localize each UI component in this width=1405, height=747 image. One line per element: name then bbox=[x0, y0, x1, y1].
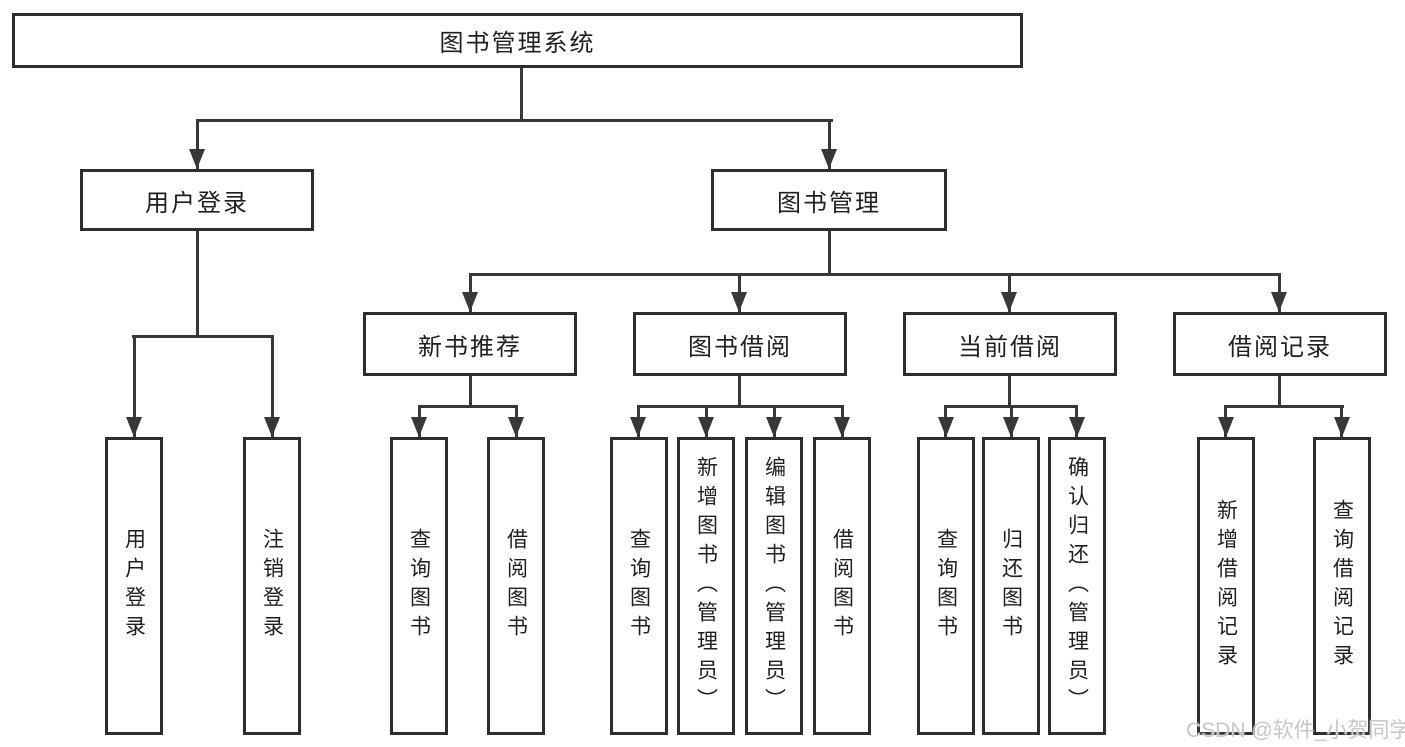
arrowhead-newbooks-leaf2 bbox=[508, 417, 524, 437]
connector-login-bar bbox=[132, 335, 274, 338]
leaf-user-login: 用户登录 bbox=[105, 437, 163, 735]
node-loan-records: 借阅记录 bbox=[1173, 312, 1387, 376]
connector-currentloans-stub bbox=[1008, 376, 1011, 407]
arrowhead-currentloans-leaf3 bbox=[1069, 417, 1085, 437]
connector-borrowing-bar bbox=[637, 405, 844, 408]
arrowhead-currentloans bbox=[1001, 292, 1017, 312]
leaf-borrowing-borrow: 借阅图书 bbox=[813, 437, 871, 735]
connector-login-leaf2-drop bbox=[271, 335, 274, 437]
node-root-label: 图书管理系统 bbox=[439, 30, 596, 57]
arrowhead-currentloans-leaf2 bbox=[1003, 417, 1019, 437]
node-login: 用户登录 bbox=[80, 169, 314, 231]
connector-management-stub bbox=[828, 231, 831, 275]
leaf-loanrecords-add: 新增借阅记录 bbox=[1197, 437, 1255, 735]
arrowhead-borrowing bbox=[731, 292, 747, 312]
leaf-borrowing-borrow-label: 借阅图书 bbox=[830, 528, 854, 644]
arrowhead-login bbox=[189, 149, 205, 169]
leaf-loanrecords-query: 查询借阅记录 bbox=[1313, 437, 1371, 735]
arrowhead-loanrecords bbox=[1271, 292, 1287, 312]
arrowhead-borrowing-leaf4 bbox=[834, 417, 850, 437]
leaf-newbooks-query: 查询图书 bbox=[390, 437, 448, 735]
leaf-user-login-label: 用户登录 bbox=[122, 528, 146, 644]
node-root: 图书管理系统 bbox=[12, 13, 1023, 68]
connector-loanrecords-stub bbox=[1278, 376, 1281, 407]
node-management-label: 图书管理 bbox=[777, 189, 881, 217]
arrowhead-newbooks bbox=[462, 292, 478, 312]
node-new-books: 新书推荐 bbox=[363, 312, 577, 376]
leaf-loanrecords-add-label: 新增借阅记录 bbox=[1214, 499, 1238, 673]
leaf-newbooks-borrow-label: 借阅图书 bbox=[504, 528, 528, 644]
leaf-currentloans-query: 查询图书 bbox=[917, 437, 975, 735]
leaf-newbooks-borrow: 借阅图书 bbox=[487, 437, 545, 735]
node-borrowing-label: 图书借阅 bbox=[688, 333, 792, 361]
connector-login-stub bbox=[196, 231, 199, 338]
leaf-borrowing-add-label: 新增图书（管理员） bbox=[694, 455, 718, 717]
arrowhead-management bbox=[821, 149, 837, 169]
node-current-loans: 当前借阅 bbox=[903, 312, 1117, 376]
watermark: CSDN @软件_小贺同学 bbox=[1186, 719, 1405, 742]
connector-level2-bar bbox=[196, 119, 833, 122]
leaf-borrowing-edit: 编辑图书（管理员） bbox=[745, 437, 803, 735]
arrowhead-loanrecords-leaf1 bbox=[1218, 417, 1234, 437]
leaf-currentloans-return: 归还图书 bbox=[982, 437, 1040, 735]
connector-newbooks-stub bbox=[469, 376, 472, 407]
connector-loanrecords-bar bbox=[1224, 405, 1344, 408]
arrowhead-borrowing-leaf2 bbox=[698, 417, 714, 437]
connector-login-leaf1-drop bbox=[133, 335, 136, 437]
connector-root-stub bbox=[520, 68, 523, 120]
leaf-currentloans-confirm: 确认归还（管理员） bbox=[1048, 437, 1106, 735]
node-loan-records-label: 借阅记录 bbox=[1228, 333, 1332, 361]
arrowhead-login-leaf1 bbox=[126, 417, 142, 437]
leaf-currentloans-return-label: 归还图书 bbox=[999, 528, 1023, 644]
leaf-currentloans-confirm-label: 确认归还（管理员） bbox=[1065, 455, 1089, 717]
arrowhead-newbooks-leaf1 bbox=[411, 417, 427, 437]
connector-management-drop bbox=[828, 119, 831, 169]
node-management: 图书管理 bbox=[711, 169, 947, 231]
leaf-currentloans-query-label: 查询图书 bbox=[934, 528, 958, 644]
leaf-loanrecords-query-label: 查询借阅记录 bbox=[1330, 499, 1354, 673]
leaf-borrowing-query: 查询图书 bbox=[610, 437, 668, 735]
node-current-loans-label: 当前借阅 bbox=[958, 333, 1062, 361]
arrowhead-login-leaf2 bbox=[264, 417, 280, 437]
node-login-label: 用户登录 bbox=[145, 189, 249, 217]
connector-newbooks-bar bbox=[418, 405, 518, 408]
arrowhead-currentloans-leaf1 bbox=[938, 417, 954, 437]
connector-login-drop bbox=[196, 119, 199, 169]
leaf-logout: 注销登录 bbox=[243, 437, 301, 735]
leaf-borrowing-edit-label: 编辑图书（管理员） bbox=[762, 455, 786, 717]
leaf-logout-label: 注销登录 bbox=[260, 528, 284, 644]
leaf-borrowing-add: 新增图书（管理员） bbox=[677, 437, 735, 735]
connector-borrowing-stub bbox=[738, 376, 741, 407]
arrowhead-borrowing-leaf1 bbox=[630, 417, 646, 437]
node-new-books-label: 新书推荐 bbox=[418, 333, 522, 361]
leaf-newbooks-query-label: 查询图书 bbox=[407, 528, 431, 644]
leaf-borrowing-query-label: 查询图书 bbox=[627, 528, 651, 644]
node-borrowing: 图书借阅 bbox=[633, 312, 847, 376]
arrowhead-loanrecords-leaf2 bbox=[1334, 417, 1350, 437]
connector-level3-bar bbox=[469, 273, 1281, 276]
arrowhead-borrowing-leaf3 bbox=[766, 417, 782, 437]
